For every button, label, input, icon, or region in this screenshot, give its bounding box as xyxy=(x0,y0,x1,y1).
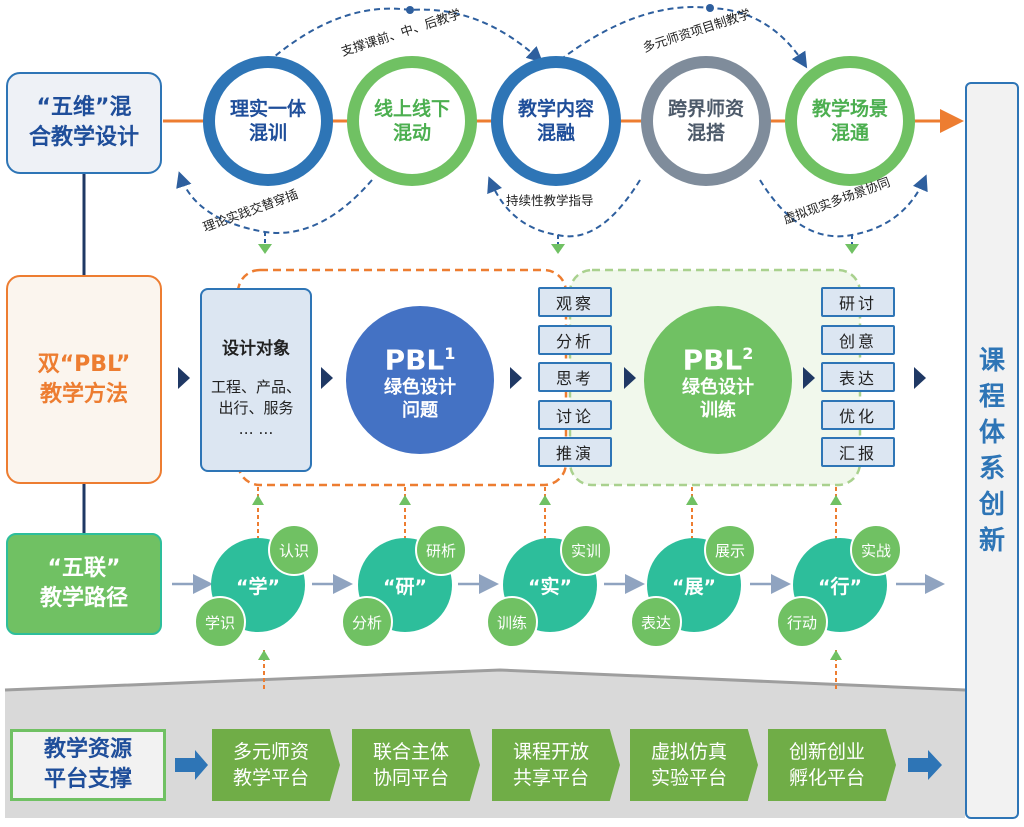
platform-1: 多元师资 教学平台 xyxy=(212,729,340,801)
platform-3: 课程开放 共享平台 xyxy=(492,729,620,801)
flow-arrow-icon xyxy=(624,367,636,389)
path-node-top-label: 研析 xyxy=(415,524,467,576)
flow-arrow-icon xyxy=(178,367,190,389)
pbl1-sub: 绿色设计 问题 xyxy=(384,377,456,422)
pbl2-circle: PBL2 绿色设计 训练 xyxy=(644,306,792,454)
steps2-item: 创意 xyxy=(821,324,895,355)
path-node-bottom-label: 训练 xyxy=(486,596,538,648)
path-node-bottom-label: 分析 xyxy=(341,596,393,648)
path-node-top-label: 展示 xyxy=(704,524,756,576)
dimension-ring-1: 理实一体 混训 xyxy=(203,56,333,186)
dimension-ring-2: 线上线下 混动 xyxy=(347,56,477,186)
steps2-item: 研讨 xyxy=(821,287,895,317)
flow-arrow-icon xyxy=(321,367,333,389)
steps2-item: 汇报 xyxy=(821,437,895,467)
pbl1-sup: 1 xyxy=(444,343,456,363)
path-node-top-label: 实战 xyxy=(850,524,902,576)
pbl2-main: PBL xyxy=(682,343,743,377)
platform-4: 虚拟仿真 实验平台 xyxy=(630,729,758,801)
path-node-top-label: 认识 xyxy=(268,524,320,576)
steps1-item: 观察 xyxy=(538,287,612,317)
pbl2-sup: 2 xyxy=(742,343,754,363)
row-label-path: “五联” 教学路径 xyxy=(6,533,162,635)
steps1-item: 推演 xyxy=(538,437,612,467)
steps1-item: 讨论 xyxy=(538,399,612,430)
dimension-ring-5: 教学场景 混通 xyxy=(785,56,915,186)
design-object-title: 设计对象 xyxy=(222,339,290,359)
arc-label-bottom-mid: 持续性教学指导 xyxy=(506,193,594,208)
flow-arrow-icon xyxy=(914,367,926,389)
pbl1-circle: PBL1 绿色设计 问题 xyxy=(346,306,494,454)
path-node-top-label: 实训 xyxy=(560,524,612,576)
pbl1-main: PBL xyxy=(384,343,445,377)
dimension-ring-3: 教学内容 混融 xyxy=(491,56,621,186)
platform-2: 联合主体 协同平台 xyxy=(352,729,480,801)
row-label-method: 双“PBL” 教学方法 xyxy=(6,275,162,484)
flow-arrow-icon xyxy=(803,367,815,389)
pbl2-sub: 绿色设计 训练 xyxy=(682,377,754,422)
design-object-card: 设计对象 工程、产品、 出行、服务 … … xyxy=(200,288,312,472)
steps1-item: 思考 xyxy=(538,362,612,392)
steps2-item: 表达 xyxy=(821,362,895,392)
steps2-item: 优化 xyxy=(821,399,895,430)
path-node-bottom-label: 表达 xyxy=(630,596,682,648)
path-node-bottom-label: 行动 xyxy=(776,596,828,648)
platform-5: 创新创业 孵化平台 xyxy=(768,729,896,801)
row-label-design: “五维”混 合教学设计 xyxy=(6,72,162,174)
flow-arrow-icon xyxy=(510,367,522,389)
row-label-platform: 教学资源 平台支撑 xyxy=(10,729,166,801)
design-object-body: 工程、产品、 出行、服务 … … xyxy=(210,378,301,438)
side-label-curriculum-innovation: 课 程 体 系 创 新 xyxy=(965,82,1019,819)
path-node-bottom-label: 学识 xyxy=(194,596,246,648)
steps1-item: 分析 xyxy=(538,324,612,355)
dimension-ring-4: 跨界师资 混搭 xyxy=(641,56,771,186)
